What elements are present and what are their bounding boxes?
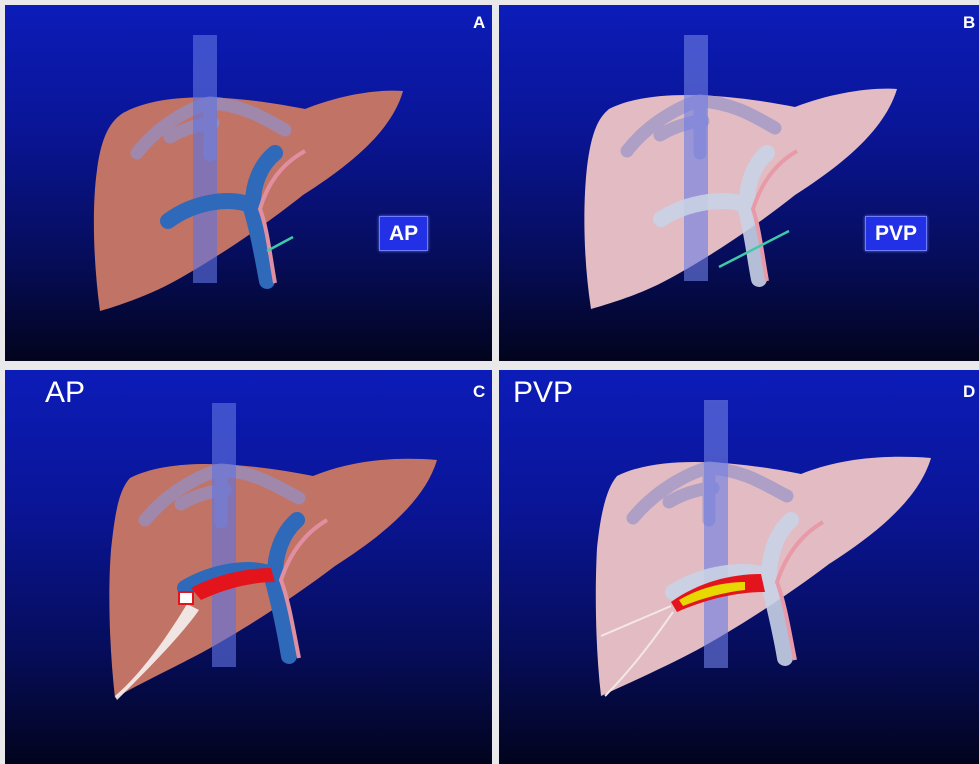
phase-label-box: PVP [865, 216, 927, 251]
phase-label-box: AP [379, 216, 428, 251]
phase-corner-label: AP [45, 378, 85, 408]
probe-tip [179, 592, 193, 604]
panel-d: D PVP [499, 370, 979, 764]
liver-diagram-arterial-phase [5, 5, 492, 361]
panel-a: A AP [5, 5, 492, 361]
panel-letter: C [473, 382, 485, 402]
vena-cava [212, 403, 236, 667]
liver-diagram-portal-phase [499, 5, 979, 361]
vena-cava [684, 35, 708, 281]
needle [267, 237, 293, 251]
liver-diagram-arterial-phase-tumor [5, 370, 492, 764]
panel-letter: B [963, 13, 975, 33]
panel-letter: A [473, 13, 485, 33]
vena-cava [193, 35, 217, 283]
panel-b: B PVP [499, 5, 979, 361]
panel-c: C AP [5, 370, 492, 764]
vena-cava [704, 400, 728, 668]
panel-letter: D [963, 382, 975, 402]
phase-corner-label: PVP [513, 378, 573, 408]
liver-diagram-portal-phase-tumor [499, 370, 979, 764]
